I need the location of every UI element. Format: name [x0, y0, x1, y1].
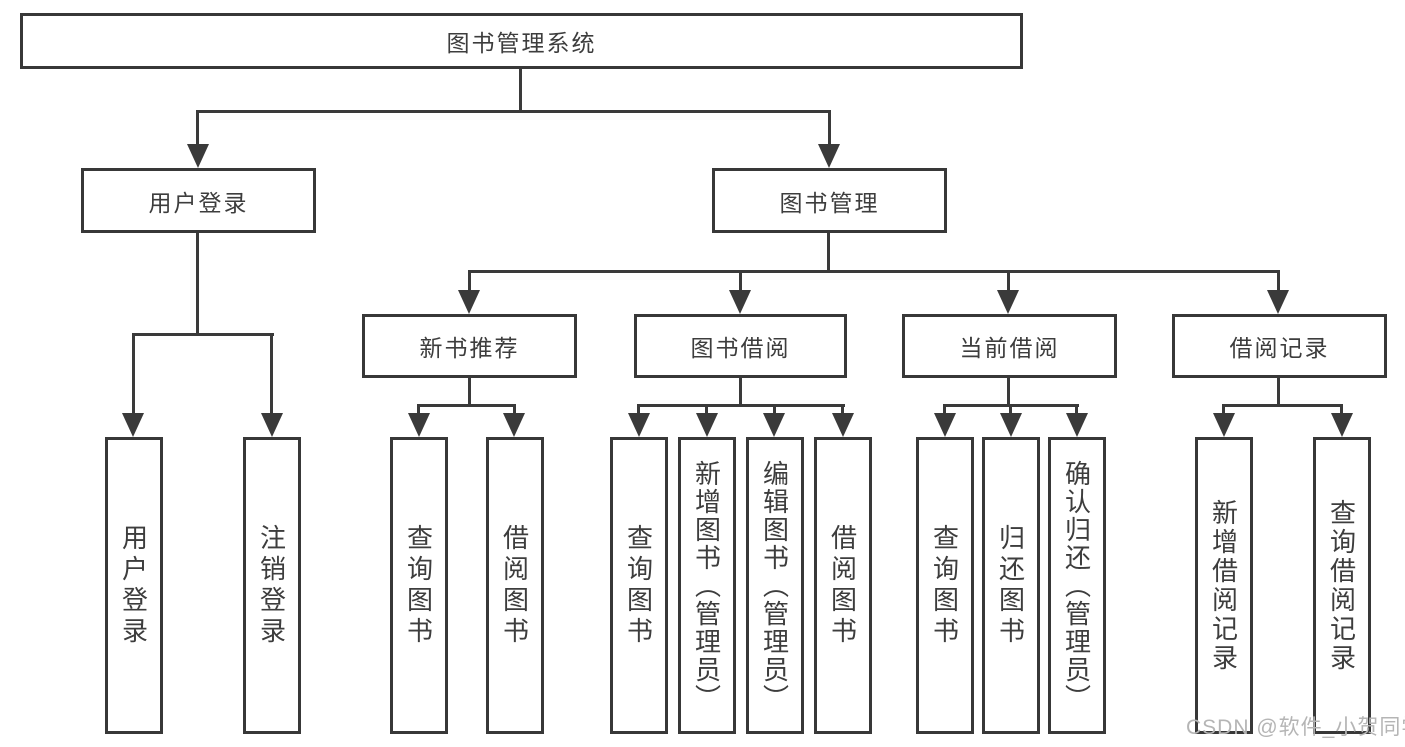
node-borrowing-records: 借阅记录	[1172, 314, 1387, 378]
leaf-confirm-return-admin: 确认归还（管理员）	[1048, 437, 1106, 734]
arrow-down-icon	[832, 413, 854, 437]
node-new-book-recommendation: 新书推荐	[362, 314, 577, 378]
leaf-user-login: 用户登录	[105, 437, 163, 734]
node-root: 图书管理系统	[20, 13, 1023, 69]
leaf-return-books: 归还图书	[982, 437, 1040, 734]
watermark: CSDN @软件_小贺同学	[1186, 716, 1405, 739]
connector-line	[1222, 404, 1343, 407]
leaf-query-books-current: 查询图书	[916, 437, 974, 734]
arrow-down-icon	[1267, 290, 1289, 314]
leaf-query-borrow-record: 查询借阅记录	[1313, 437, 1371, 734]
arrow-down-icon	[818, 144, 840, 168]
node-book-management: 图书管理	[712, 168, 947, 233]
connector-line	[705, 404, 708, 415]
connector-line	[417, 404, 516, 407]
arrow-down-icon	[729, 290, 751, 314]
connector-line	[943, 404, 946, 415]
connector-line	[637, 404, 640, 415]
leaf-logout: 注销登录	[243, 437, 301, 734]
connector-line	[739, 378, 742, 407]
connector-line	[196, 110, 831, 113]
connector-line	[1007, 378, 1010, 407]
arrow-down-icon	[1213, 413, 1235, 437]
arrow-down-icon	[408, 413, 430, 437]
leaf-borrow-books: 借阅图书	[814, 437, 872, 734]
connector-line	[196, 110, 199, 146]
connector-line	[1277, 378, 1280, 407]
connector-line	[417, 404, 420, 415]
arrow-down-icon	[763, 413, 785, 437]
connector-line	[1340, 404, 1343, 415]
connector-line	[1009, 404, 1012, 415]
connector-line	[513, 404, 516, 415]
connector-line	[132, 333, 135, 415]
node-user-login: 用户登录	[81, 168, 316, 233]
connector-line	[1075, 404, 1078, 415]
arrow-down-icon	[1066, 413, 1088, 437]
arrow-down-icon	[934, 413, 956, 437]
connector-line	[637, 404, 845, 407]
arrow-down-icon	[997, 290, 1019, 314]
arrow-down-icon	[187, 144, 209, 168]
connector-line	[468, 270, 471, 292]
leaf-edit-book-admin: 编辑图书（管理员）	[746, 437, 804, 734]
leaf-borrow-books-recommend: 借阅图书	[486, 437, 544, 734]
leaf-query-books-recommend: 查询图书	[390, 437, 448, 734]
connector-line	[196, 233, 199, 336]
leaf-add-borrow-record: 新增借阅记录	[1195, 437, 1253, 734]
connector-line	[827, 233, 830, 273]
connector-line	[773, 404, 776, 415]
connector-line	[1277, 270, 1280, 292]
connector-line	[132, 333, 274, 336]
node-book-borrowing: 图书借阅	[634, 314, 847, 378]
node-current-borrowing: 当前借阅	[902, 314, 1117, 378]
arrow-down-icon	[261, 413, 283, 437]
connector-line	[270, 333, 273, 415]
arrow-down-icon	[696, 413, 718, 437]
connector-line	[841, 404, 844, 415]
connector-line	[828, 110, 831, 146]
arrow-down-icon	[122, 413, 144, 437]
connector-line	[468, 270, 1280, 273]
arrow-down-icon	[503, 413, 525, 437]
arrow-down-icon	[1331, 413, 1353, 437]
connector-line	[1007, 270, 1010, 292]
arrow-down-icon	[458, 290, 480, 314]
arrow-down-icon	[628, 413, 650, 437]
leaf-add-book-admin: 新增图书（管理员）	[678, 437, 736, 734]
connector-line	[739, 270, 742, 292]
connector-line	[468, 378, 471, 407]
leaf-query-books-borrowing: 查询图书	[610, 437, 668, 734]
arrow-down-icon	[1000, 413, 1022, 437]
connector-line	[519, 69, 522, 113]
connector-line	[1222, 404, 1225, 415]
